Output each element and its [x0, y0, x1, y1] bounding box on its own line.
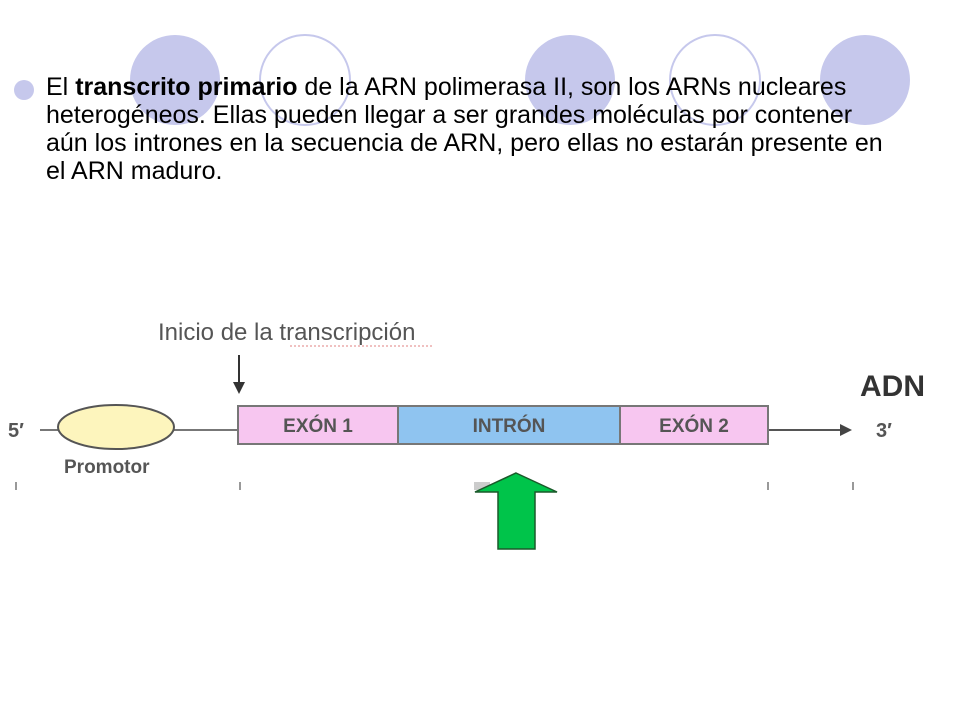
- start-label: Inicio de la transcripción: [158, 319, 415, 346]
- decorative-circles: [130, 34, 910, 126]
- text-part: de la ARN polimerasa II, son los ARNs nu…: [46, 73, 883, 185]
- bullet-text: El transcrito primario de la ARN polimer…: [46, 73, 896, 185]
- decor-circle: [820, 35, 910, 125]
- exon-2-label: EXÓN 2: [659, 415, 729, 437]
- gene-diagram: Inicio de la transcripción ADN 5′ 3′ Pro…: [8, 319, 925, 550]
- exon-2-box: [619, 405, 769, 445]
- down-arrow-icon: [233, 355, 245, 394]
- decor-circle: [259, 34, 351, 126]
- bullet-icon: [14, 80, 34, 100]
- decor-circle: [130, 35, 220, 125]
- promoter-label: Promotor: [64, 457, 150, 478]
- promoter-shape: [57, 404, 175, 450]
- decor-circle: [525, 35, 615, 125]
- decor-circle: [669, 34, 761, 126]
- three-prime-label: 3′: [876, 420, 892, 442]
- dna-label: ADN: [860, 370, 925, 403]
- intron-label: INTRÓN: [473, 415, 546, 437]
- text-part: El: [46, 73, 76, 101]
- five-prime-label: 5′: [8, 420, 24, 442]
- bold-term: transcrito primario: [75, 73, 298, 101]
- right-arrow-icon: [840, 424, 852, 436]
- exon-1-label: EXÓN 1: [283, 415, 353, 437]
- tick-marks: [15, 482, 854, 490]
- partial-mark: [474, 482, 490, 490]
- up-arrow-icon: [474, 472, 558, 550]
